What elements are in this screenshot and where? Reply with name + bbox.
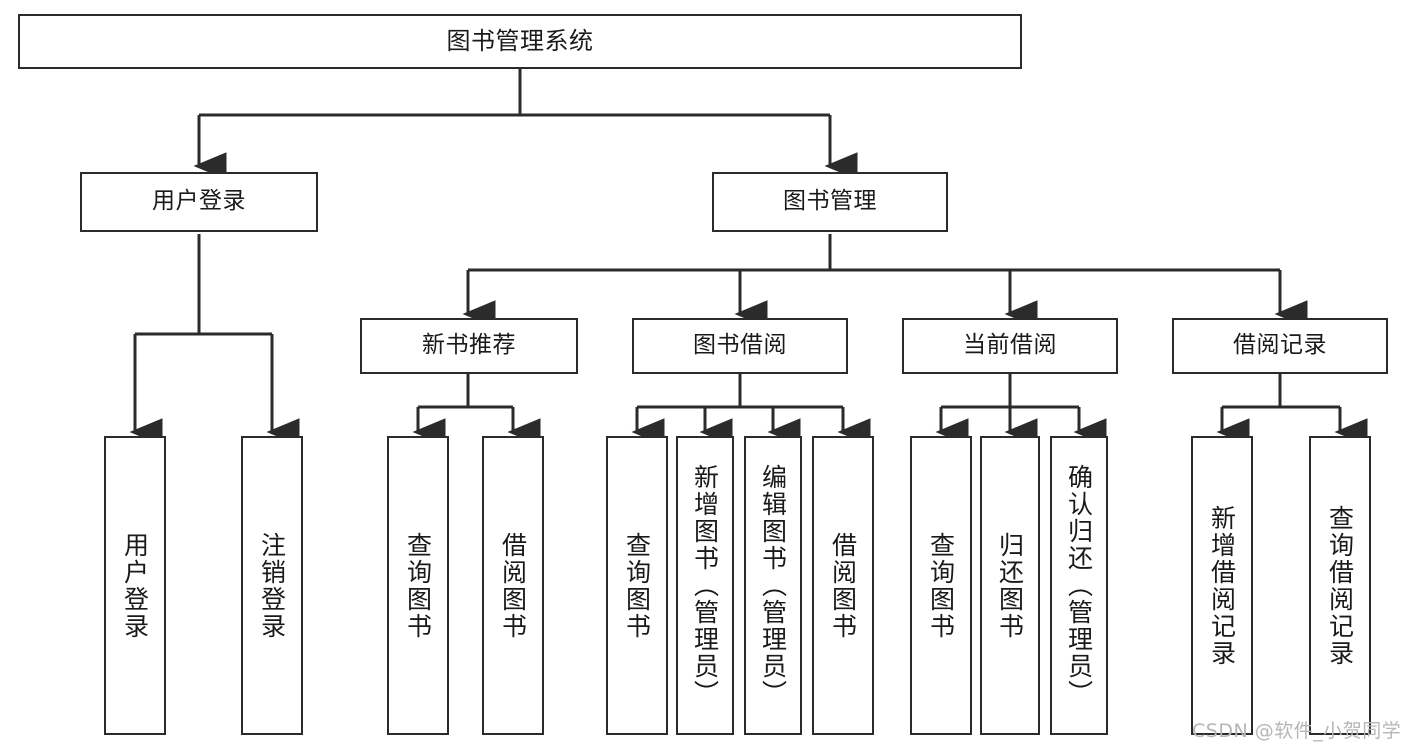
node-leaf-query-book-cb[interactable]: 查询图书 [910, 436, 972, 735]
node-label: 图书管理系统 [446, 27, 594, 56]
node-leaf-add-book-admin[interactable]: 新增图书（管理员） [676, 436, 734, 735]
node-label: 查询图书 [403, 531, 433, 640]
node-label: 查询图书 [622, 531, 652, 640]
node-label: 当前借阅 [963, 332, 1057, 359]
node-leaf-edit-book-admin[interactable]: 编辑图书（管理员） [744, 436, 802, 735]
node-leaf-confirm-return-admin[interactable]: 确认归还（管理员） [1050, 436, 1108, 735]
node-label: 归还图书 [995, 531, 1025, 640]
node-leaf-borrow-book-bb[interactable]: 借阅图书 [812, 436, 874, 735]
node-leaf-query-book-nbr[interactable]: 查询图书 [387, 436, 449, 735]
csdn-watermark: CSDN @软件_小贺同学 [1192, 720, 1402, 742]
node-leaf-return-book[interactable]: 归还图书 [980, 436, 1040, 735]
node-leaf-add-borrow-record[interactable]: 新增借阅记录 [1191, 436, 1253, 735]
node-label: 用户登录 [152, 188, 246, 215]
node-label: 查询图书 [926, 531, 956, 640]
node-label: 新增借阅记录 [1207, 504, 1237, 667]
node-label: 新书推荐 [422, 332, 516, 359]
node-label: 借阅记录 [1233, 332, 1327, 359]
node-current-borrowing[interactable]: 当前借阅 [902, 318, 1118, 374]
node-leaf-user-login[interactable]: 用户登录 [104, 436, 166, 735]
node-label: 确认归还（管理员） [1064, 464, 1094, 707]
node-book-borrowing[interactable]: 图书借阅 [632, 318, 848, 374]
node-label: 图书借阅 [693, 332, 787, 359]
node-label: 注销登录 [257, 531, 287, 640]
node-new-book-recommendation[interactable]: 新书推荐 [360, 318, 578, 374]
node-leaf-query-borrow-record[interactable]: 查询借阅记录 [1309, 436, 1371, 735]
node-leaf-query-book-bb[interactable]: 查询图书 [606, 436, 668, 735]
node-label: 用户登录 [120, 531, 150, 640]
node-book-management[interactable]: 图书管理 [712, 172, 948, 232]
node-borrowing-record[interactable]: 借阅记录 [1172, 318, 1388, 374]
node-label: 新增图书（管理员） [690, 464, 720, 707]
node-label: 查询借阅记录 [1325, 504, 1355, 667]
node-label: 图书管理 [783, 188, 877, 215]
node-root-book-management-system[interactable]: 图书管理系统 [18, 14, 1022, 69]
node-user-login[interactable]: 用户登录 [80, 172, 318, 232]
node-label: 编辑图书（管理员） [758, 464, 788, 707]
node-leaf-borrow-book-nbr[interactable]: 借阅图书 [482, 436, 544, 735]
node-label: 借阅图书 [828, 531, 858, 640]
node-leaf-logout[interactable]: 注销登录 [241, 436, 303, 735]
node-label: 借阅图书 [498, 531, 528, 640]
